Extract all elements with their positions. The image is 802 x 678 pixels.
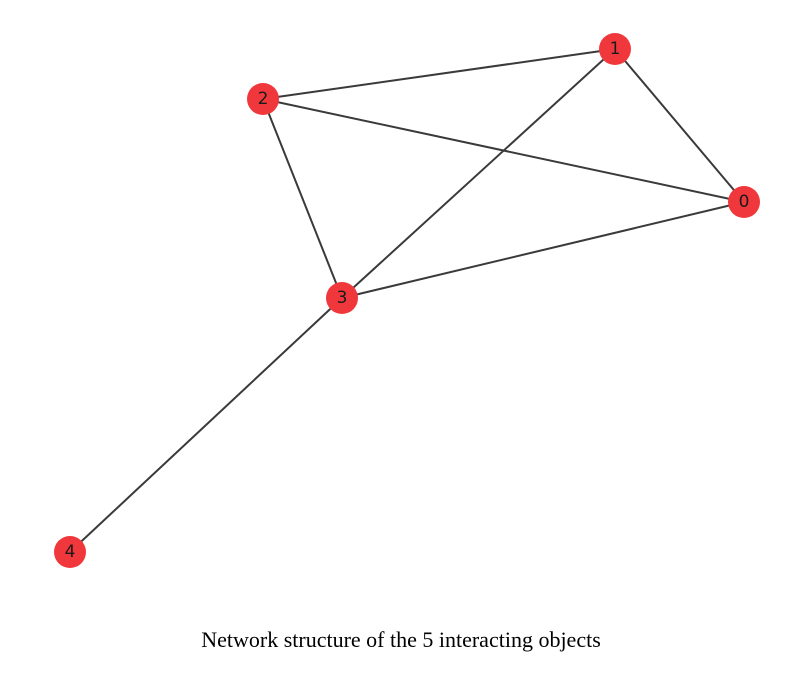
node-label-3: 3 (337, 288, 348, 308)
node-4: 4 (54, 536, 86, 568)
edges-group (69, 48, 745, 553)
node-0: 0 (728, 186, 760, 218)
edge-1-3 (341, 48, 616, 299)
node-circle-1 (599, 33, 631, 65)
edge-3-4 (69, 297, 343, 553)
node-label-2: 2 (258, 89, 269, 109)
network-graph: 0 1 2 3 4 (54, 33, 760, 568)
node-circle-3 (326, 282, 358, 314)
node-label-0: 0 (739, 192, 750, 212)
node-circle-4 (54, 536, 86, 568)
node-label-4: 4 (65, 542, 76, 562)
diagram-caption: Network structure of the 5 interacting o… (201, 627, 601, 652)
edge-1-2 (262, 48, 616, 100)
node-2: 2 (247, 83, 279, 115)
node-circle-2 (247, 83, 279, 115)
node-label-1: 1 (610, 39, 621, 59)
edge-0-1 (614, 48, 745, 203)
node-circle-0 (728, 186, 760, 218)
edge-0-3 (341, 201, 745, 299)
node-3: 3 (326, 282, 358, 314)
nodes-group: 0 1 2 3 4 (54, 33, 760, 568)
edge-2-3 (262, 98, 343, 299)
node-1: 1 (599, 33, 631, 65)
